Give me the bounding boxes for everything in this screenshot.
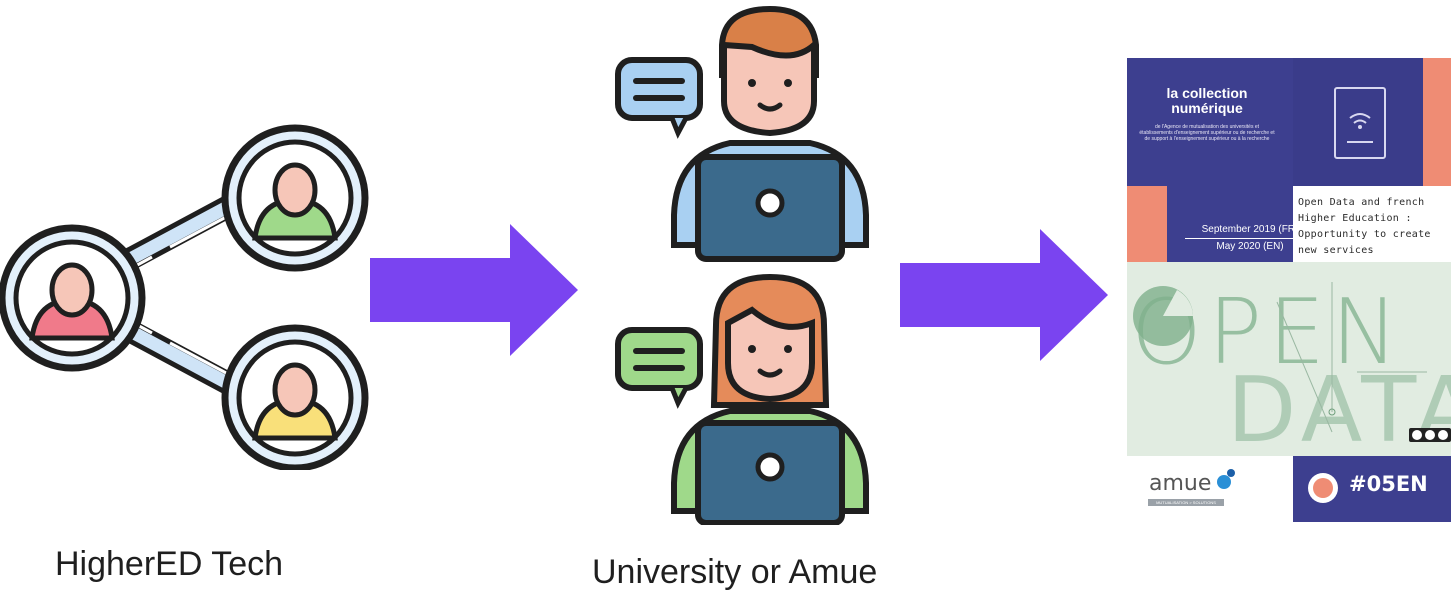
share-network-icon [0,124,369,470]
node-top [221,124,369,272]
creative-commons-icon [1409,428,1451,442]
node-bottom [221,324,369,470]
laptop-user-icon [615,5,869,525]
cover-date-en: May 2020 (EN) [1216,241,1284,252]
caption-highered-tech: HigherED Tech [55,545,284,583]
chat-bubble-icon [615,327,703,409]
node-left [0,224,146,372]
cover-publisher-tagline: MUTUALISATION > SOLUTIONS [1148,499,1224,506]
cover-issue-code: #05EN [1349,472,1428,496]
arrow-right-icon [370,224,578,356]
arrow-right-icon [900,229,1108,361]
cover-subtitle: de l'Agence de mutualisation des univers… [1139,124,1275,142]
cover-publisher-logo: amue [1149,471,1212,496]
cover-description: Open Data and french Higher Education : … [1298,197,1431,256]
caption-university-or-amue: University or Amue [592,553,878,591]
laptop-wifi-icon [1334,87,1386,159]
chat-bubble-icon [615,57,703,139]
cover-art-lines [1133,282,1427,433]
cover-art-data: DATA [1227,358,1451,463]
cover-title: la collection numérique [1166,85,1248,116]
document-cover: la collection numérique de l'Agence de m… [1127,58,1451,522]
amue-logo-dots-icon [1217,469,1235,489]
cover-date-fr: September 2019 (FR) [1201,224,1299,235]
cover-circle-icon [1308,473,1338,503]
